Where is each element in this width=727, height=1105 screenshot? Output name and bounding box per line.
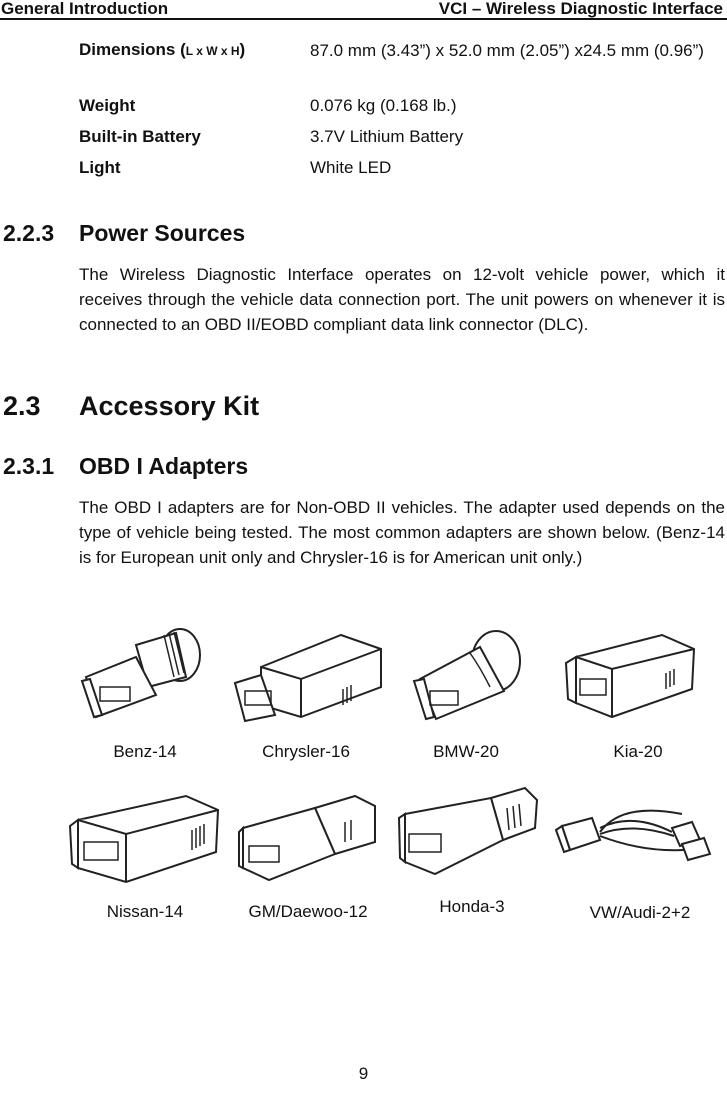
chrysler-16-adapter-image [233, 633, 382, 722]
caption-honda-3: Honda-3 [439, 897, 505, 916]
spec-label-dimensions-close: ) [239, 40, 246, 59]
caption-gm-daewoo-12: GM/Daewoo-12 [248, 902, 368, 921]
heading-accessory-kit: 2.3 Accessory Kit [3, 391, 259, 422]
bmw-20-adapter-image [412, 630, 521, 721]
spec-label-battery: Built-in Battery [79, 127, 201, 146]
heading-obd1-adapters: 2.3.1 OBD I Adapters [3, 453, 248, 480]
gm-daewoo-12-adapter-image [238, 794, 376, 882]
caption-bmw-20: BMW-20 [433, 742, 499, 761]
spec-value-battery: 3.7V Lithium Battery [310, 127, 464, 146]
spec-value-light: White LED [310, 158, 392, 177]
header-right: VCI – Wireless Diagnostic Interface [438, 0, 723, 18]
honda-3-adapter-image [397, 786, 539, 876]
spec-label-dimensions-main: Dimensions ( [79, 40, 186, 59]
kia-20-adapter-image [564, 633, 696, 719]
vw-audi-2-2-adapter-image [554, 809, 712, 862]
nissan-14-adapter-image [68, 794, 220, 884]
spec-label-weight: Weight [79, 96, 136, 115]
caption-kia-20: Kia-20 [613, 742, 663, 761]
heading-number: 2.2.3 [3, 220, 55, 246]
heading-title: OBD I Adapters [79, 453, 249, 479]
benz-14-adapter-image [80, 628, 201, 719]
header-rule [0, 18, 727, 20]
caption-nissan-14: Nissan-14 [106, 902, 184, 921]
heading-title: Accessory Kit [79, 391, 260, 421]
header-left: General Introduction [1, 0, 169, 18]
spec-label-dimensions: Dimensions (L x W x H) [79, 40, 245, 60]
spec-value-weight: 0.076 kg (0.168 lb.) [310, 96, 457, 115]
caption-vw-audi-2-2: VW/Audi-2+2 [589, 903, 691, 922]
caption-benz-14: Benz-14 [113, 742, 177, 761]
heading-title: Power Sources [79, 220, 246, 246]
paragraph-obd1-adapters: The OBD I adapters are for Non-OBD II ve… [79, 498, 725, 567]
heading-number: 2.3.1 [3, 453, 55, 479]
spec-value-dimensions: 87.0 mm (3.43”) x 52.0 mm (2.05”) x24.5 … [310, 41, 704, 60]
page-header: General Introduction VCI – Wireless Diag… [0, 0, 727, 20]
spec-label-light: Light [79, 158, 121, 177]
heading-number: 2.3 [3, 391, 41, 421]
heading-power-sources: 2.2.3 Power Sources [3, 220, 245, 247]
page-number: 9 [358, 1064, 369, 1083]
paragraph-power-sources: The Wireless Diagnostic Interface operat… [79, 265, 725, 334]
caption-chrysler-16: Chrysler-16 [262, 742, 350, 761]
spec-label-dimensions-small: L x W x H [185, 44, 240, 58]
